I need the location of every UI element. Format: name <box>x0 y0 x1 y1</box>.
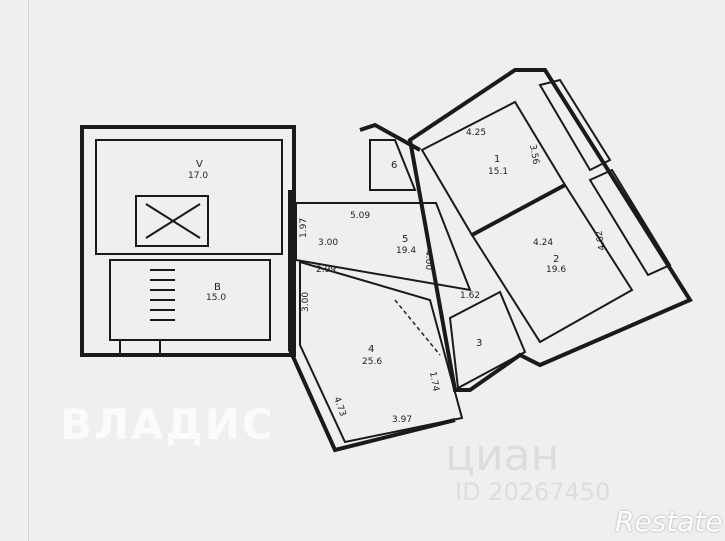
dim-5-09: 5.09 <box>350 211 370 221</box>
room-v-area: 17.0 <box>188 171 208 181</box>
apartment-top-wall <box>359 122 421 152</box>
lift-shaft <box>135 195 209 247</box>
room-1-area: 15.1 <box>488 167 508 177</box>
dim-2-99: 2.99 <box>316 265 336 275</box>
room-3-number: 3 <box>476 338 482 349</box>
room-3-wall <box>448 290 527 390</box>
page-margin-line <box>28 0 29 541</box>
room-6-number: 6 <box>391 160 397 171</box>
dim-3-97: 3.97 <box>392 415 412 425</box>
lift-cross <box>145 203 201 239</box>
room-b-number: B <box>214 282 221 293</box>
restate-logo: Restate <box>615 505 723 538</box>
stair-block-outer-wall <box>80 125 296 357</box>
balcony-1 <box>538 78 612 172</box>
room-v-wall <box>95 139 283 255</box>
dim-3-00-b: 3.00 <box>301 292 311 312</box>
entrance-step <box>119 339 161 356</box>
room-b-area: 15.0 <box>206 293 226 303</box>
right-wing-outer-wall <box>407 68 693 392</box>
room-5-wall <box>295 202 472 292</box>
dim-1-74: 1.74 <box>427 371 440 393</box>
room-b-wall <box>109 259 271 341</box>
dim-4-73: 4.73 <box>331 396 347 418</box>
dim-4-24: 4.24 <box>533 238 553 248</box>
room-4-number: 4 <box>368 344 374 355</box>
room-4-5-boundary <box>394 299 441 356</box>
apartment <box>288 68 693 453</box>
balcony-2 <box>588 168 672 277</box>
room-4-area: 25.6 <box>362 357 382 367</box>
room-6-wall <box>369 139 417 191</box>
room-4-wall <box>299 260 464 444</box>
dim-1-97: 1.97 <box>299 218 309 238</box>
dim-3-00-a: 3.00 <box>318 238 338 248</box>
room-5-area: 19.4 <box>396 246 416 256</box>
apartment-outer-wall <box>288 190 456 453</box>
dim-4-62: 4.62 <box>595 230 608 251</box>
partition-1-2 <box>471 183 566 237</box>
dim-1-62: 1.62 <box>460 291 480 301</box>
cian-watermark: циан <box>445 430 560 481</box>
dim-4-00: 4.00 <box>423 250 433 270</box>
room-2-number: 2 <box>553 254 559 265</box>
room-5-number: 5 <box>402 234 408 245</box>
cian-id-watermark: ID 20267450 <box>455 478 611 506</box>
dim-3-56: 3.56 <box>527 144 540 166</box>
room-2-area: 19.6 <box>546 265 566 275</box>
room-1-number: 1 <box>494 154 500 165</box>
room-v-number: V <box>196 159 203 170</box>
dim-4-25: 4.25 <box>466 128 486 138</box>
stair-block <box>80 125 296 357</box>
stairs <box>150 269 175 321</box>
vladis-watermark: ВЛАДИС <box>60 400 275 449</box>
